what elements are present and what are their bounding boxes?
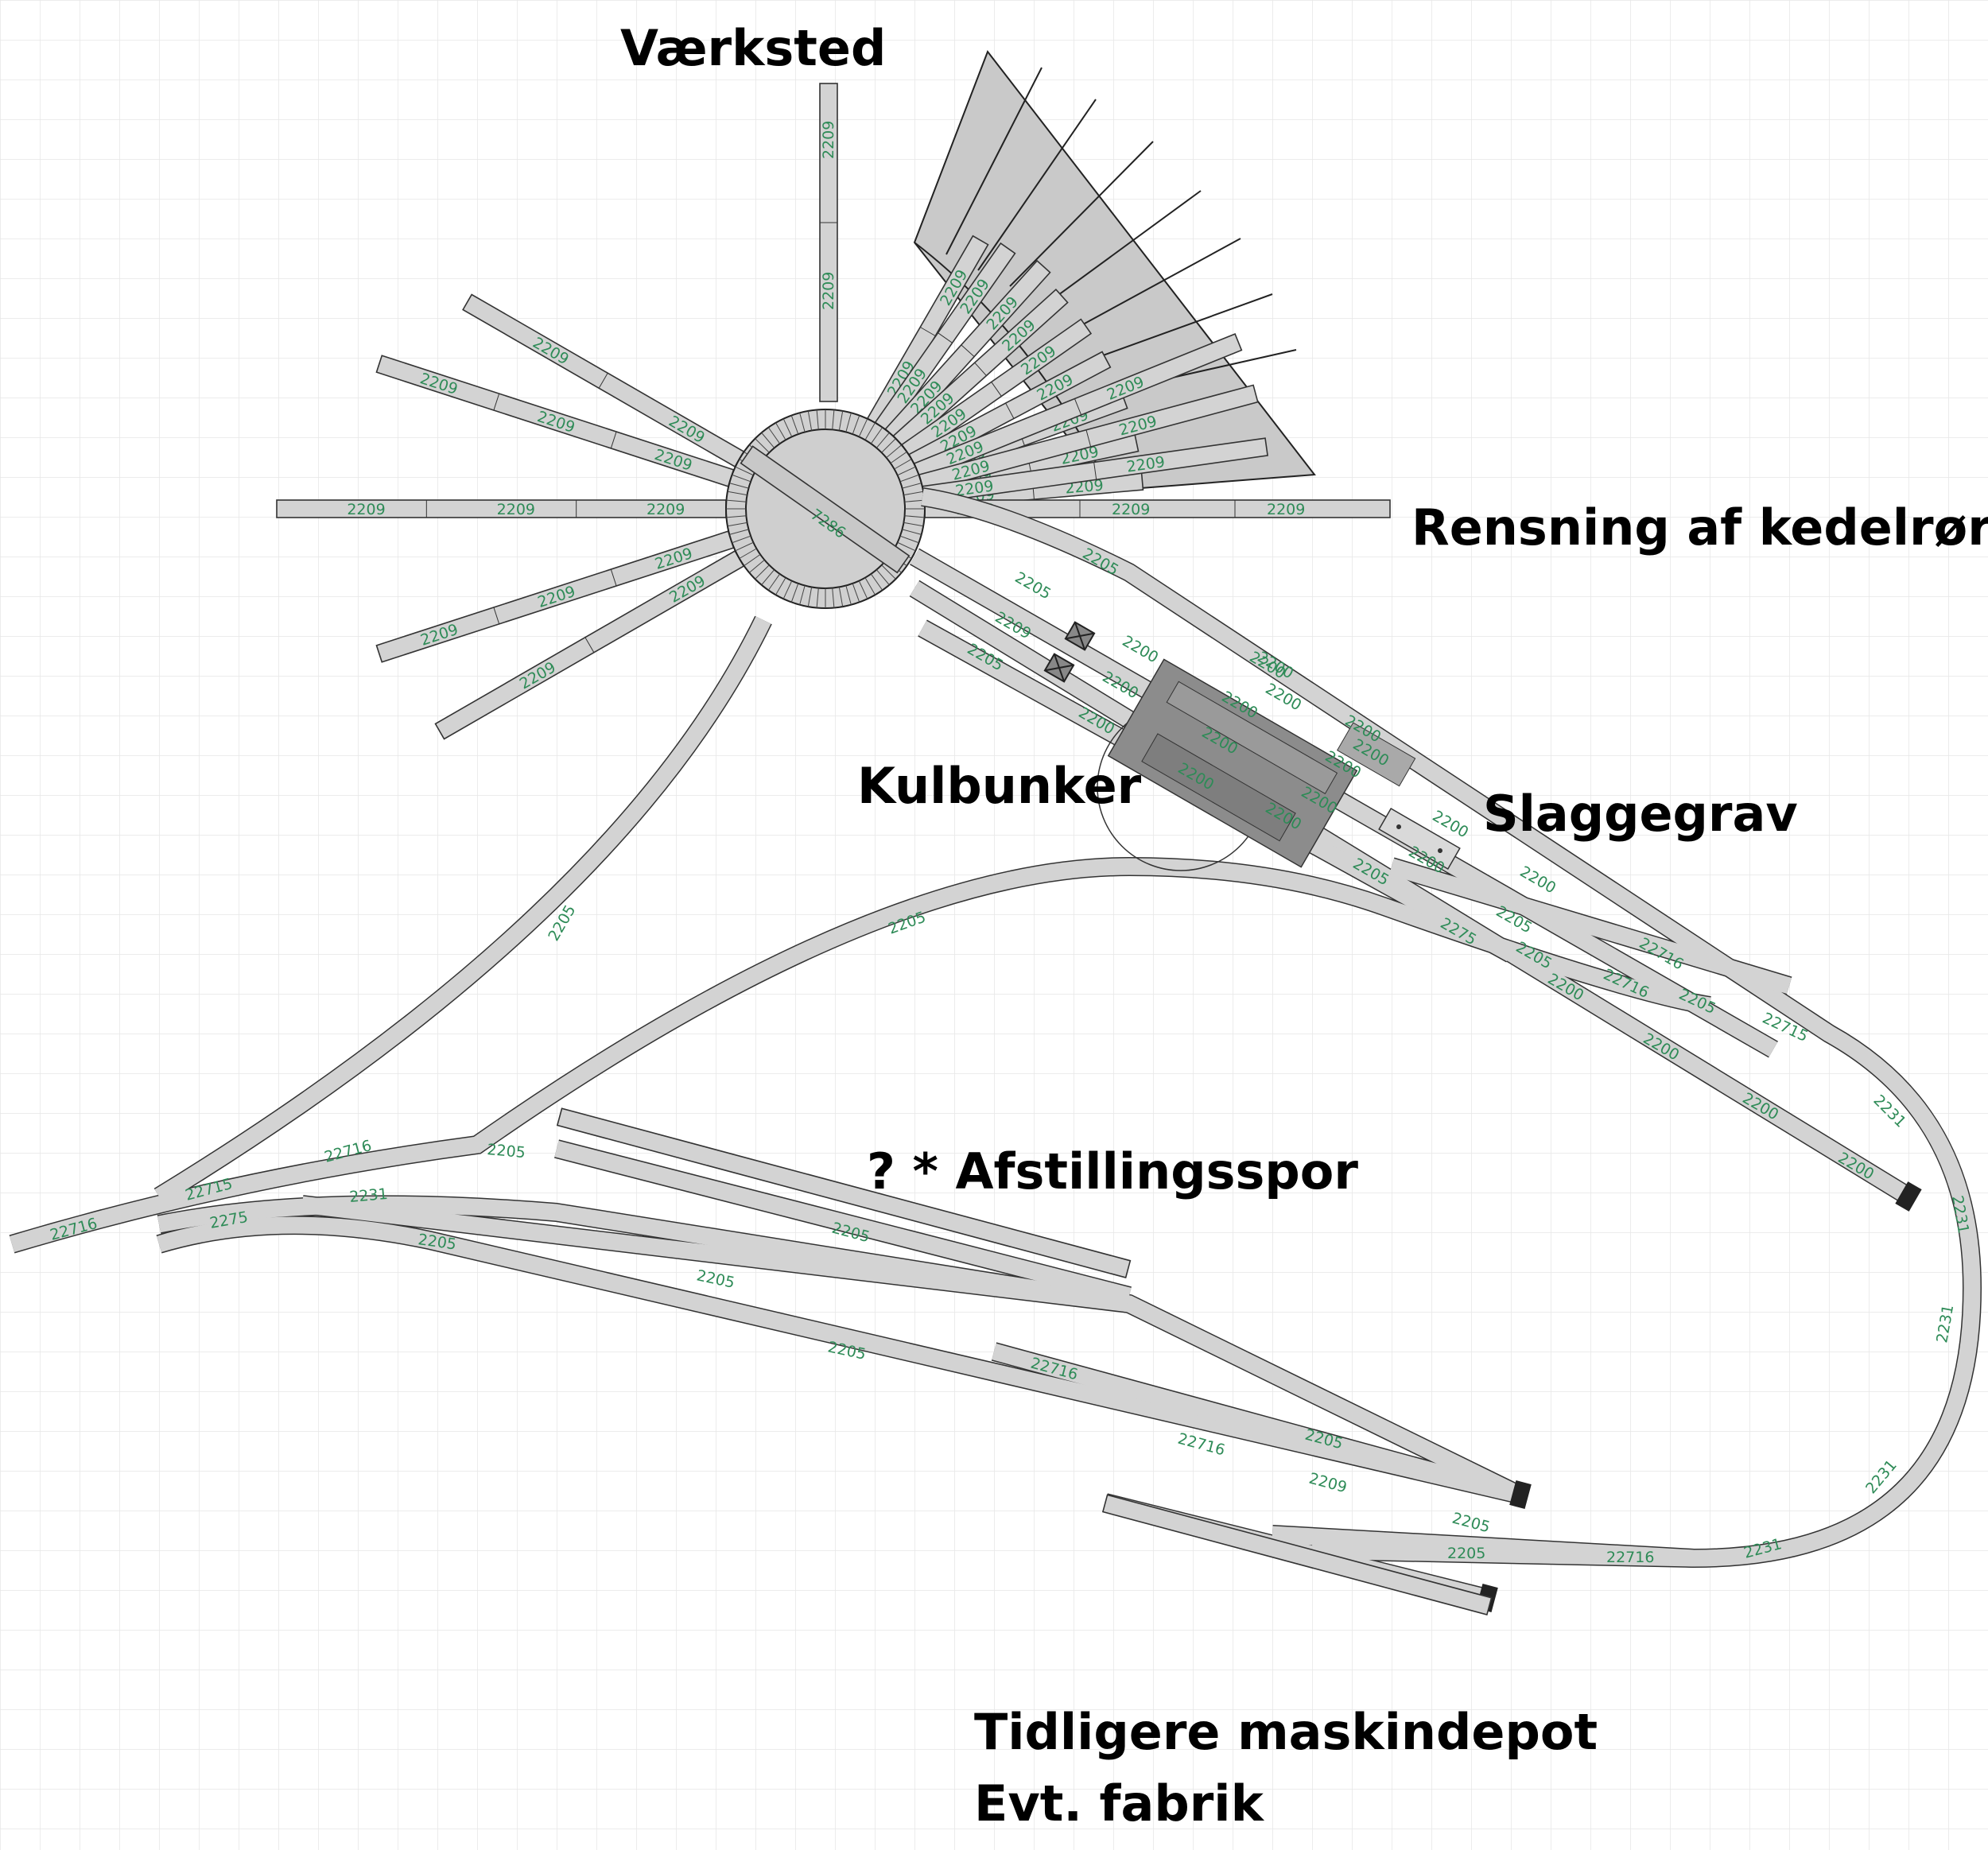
old-depot-track	[1101, 1494, 1493, 1615]
turntable[interactable]: 7286	[725, 409, 926, 609]
roundhouse-walls	[945, 67, 1297, 394]
storage-tracks-label: ? * Afstillingsspor	[867, 1142, 1358, 1200]
workshop-track: 2209 2209	[819, 83, 838, 402]
part-label: 2209	[1112, 501, 1150, 518]
buffer-stop-icon	[1509, 1480, 1532, 1510]
part-label: 2209	[347, 501, 385, 518]
part-label: 2209	[646, 501, 685, 518]
part-label: 2209	[820, 121, 837, 159]
part-label: 22716	[1606, 1549, 1654, 1566]
buffer-stop-icon	[1895, 1181, 1922, 1212]
part-label: 2209	[497, 501, 535, 518]
workshop-label: Værksted	[620, 19, 886, 77]
factory-label: Evt. fabrik	[974, 1774, 1265, 1833]
part-label: 2209	[1267, 501, 1305, 518]
annotations: Værksted Rensning af kedelrør Kulbunker …	[620, 19, 1988, 1833]
part-label: 2205	[1447, 1545, 1485, 1562]
storage-track	[556, 1107, 1132, 1278]
old-depot-label: Tidligere maskindepot	[974, 1703, 1598, 1761]
part-label: 2231	[349, 1185, 389, 1206]
part-label: 2209	[820, 272, 837, 310]
coal-bunker	[1097, 658, 1416, 871]
signal-icon	[1043, 653, 1075, 683]
main-tracks	[9, 487, 1982, 1608]
slag-pit	[1378, 807, 1461, 871]
boiler-cleaning-label: Rensning af kedelrør	[1411, 498, 1988, 557]
part-label: 2205	[487, 1141, 526, 1162]
stall-tracks: 2209220922092209220922092209220922092209…	[276, 235, 1391, 740]
signal-icon	[1064, 621, 1096, 651]
slag-pit-label: Slaggegrav	[1483, 785, 1798, 843]
coal-bunker-label: Kulbunker	[857, 757, 1142, 815]
stall-track: 2209 2209 2209	[276, 499, 727, 518]
